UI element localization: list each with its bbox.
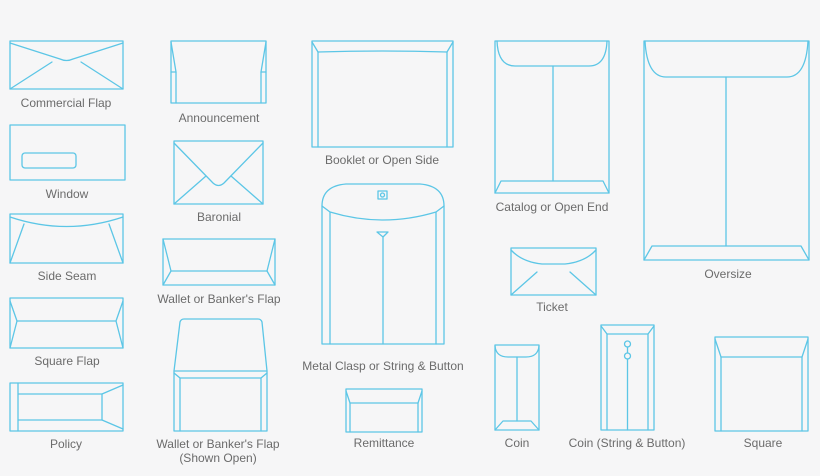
wallet-bankers-flap-label: Wallet or Banker's Flap	[157, 292, 281, 306]
ticket-label: Ticket	[536, 300, 568, 314]
policy-label: Policy	[49, 437, 83, 451]
commercial-flap-envelope	[9, 40, 124, 90]
remittance-envelope	[345, 388, 423, 433]
metal-clasp-envelope	[321, 183, 445, 345]
booklet-open-side-envelope	[311, 40, 454, 148]
side-seam-envelope	[9, 213, 124, 264]
coin-envelope	[494, 344, 540, 431]
policy-envelope	[9, 382, 124, 432]
ticket-envelope	[510, 247, 597, 296]
metal-clasp-label: Metal Clasp or String & Button	[302, 359, 464, 373]
coin-string-button-envelope	[600, 324, 655, 431]
window-envelope	[9, 124, 126, 181]
coin-label: Coin	[504, 436, 530, 450]
wallet-bankers-flap-open-sublabel: (Shown Open)	[179, 451, 257, 465]
window-label: Window	[45, 187, 89, 201]
catalog-open-end-envelope	[494, 40, 610, 194]
coin-string-button-label: Coin (String & Button)	[568, 436, 686, 450]
commercial-flap-label: Commercial Flap	[20, 96, 112, 110]
wallet-bankers-flap-envelope	[162, 238, 276, 286]
oversize-envelope	[643, 40, 810, 261]
baronial-envelope	[173, 140, 264, 205]
remittance-label: Remittance	[353, 436, 415, 450]
square-flap-envelope	[9, 297, 124, 349]
wallet-bankers-flap-open-envelope	[173, 318, 268, 432]
catalog-open-end-label: Catalog or Open End	[495, 200, 609, 214]
booklet-open-side-label: Booklet or Open Side	[324, 153, 440, 167]
square-label: Square	[743, 436, 783, 450]
oversize-label: Oversize	[704, 267, 752, 281]
announcement-label: Announcement	[178, 111, 260, 125]
square-envelope	[714, 336, 809, 432]
square-flap-label: Square Flap	[34, 354, 100, 368]
baronial-label: Baronial	[196, 210, 242, 224]
announcement-envelope	[170, 40, 267, 104]
side-seam-label: Side Seam	[37, 269, 97, 283]
wallet-bankers-flap-open-label: Wallet or Banker's Flap	[156, 437, 280, 451]
